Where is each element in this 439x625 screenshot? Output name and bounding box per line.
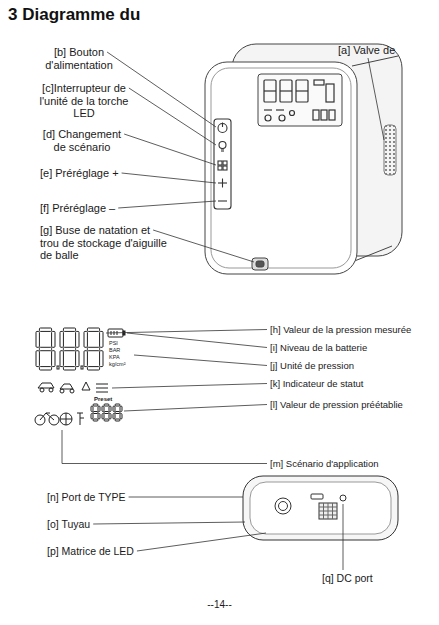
leader-line: [129, 88, 216, 145]
callout-label: [k] Indicateur de statut: [270, 379, 363, 390]
leader-line: [129, 497, 243, 498]
leader-line: [112, 384, 267, 389]
lcd-text: PSI: [109, 340, 118, 346]
callout-label: [l] Valeur de pression préétablie: [270, 400, 403, 411]
leader-line: [368, 58, 384, 140]
callout-label: [q] DC port: [322, 572, 373, 584]
leader-line: [134, 355, 267, 366]
callout-label: [a] Valve de: [338, 44, 395, 57]
bottom-view: [243, 476, 398, 540]
page-number: --14--: [0, 599, 439, 611]
lcd-text: KPA: [109, 354, 120, 360]
leader-line: [93, 522, 245, 524]
pump-housing: [205, 44, 402, 274]
lcd-text: BAR: [109, 347, 120, 353]
leader-line: [127, 333, 267, 348]
section-title: 3 Diagramme du: [8, 5, 140, 25]
lcd-text: Preset: [94, 396, 112, 403]
leader-line: [106, 330, 267, 334]
callout-label: [d] Changement de scénario: [40, 128, 124, 153]
leader-line: [137, 533, 266, 551]
leader-line: [122, 173, 216, 183]
leader-line: [124, 134, 216, 165]
leader-line: [153, 230, 254, 262]
callout-label: [j] Unité de pression: [270, 361, 354, 372]
callout-label: [m] Scénario d'application: [270, 459, 379, 470]
leader-line: [118, 201, 216, 208]
callout-label: [p] Matrice de LED: [47, 545, 134, 557]
callout-label: [h] Valeur de la pression mesurée: [270, 325, 411, 336]
callout-label: [f] Préréglage –: [40, 202, 115, 215]
leader-line: [124, 405, 267, 412]
callout-label: [g] Buse de natation et trou de stockage…: [40, 224, 172, 262]
callout-label: [c]Interrupteur de l'unité de la torche …: [36, 82, 132, 120]
lcd-detail: [35, 328, 125, 425]
lcd-text: kg/cm²: [109, 361, 126, 367]
leader-line: [62, 430, 267, 464]
callout-label: [n] Port de TYPE: [47, 491, 126, 503]
leader-line: [343, 504, 344, 570]
callout-label: [i] Niveau de la batterie: [270, 343, 367, 354]
callout-label: [o] Tuyau: [47, 518, 90, 530]
callout-label: [e] Préréglage +: [40, 167, 119, 180]
callout-label: [b] Bouton d'alimentation: [38, 46, 120, 71]
